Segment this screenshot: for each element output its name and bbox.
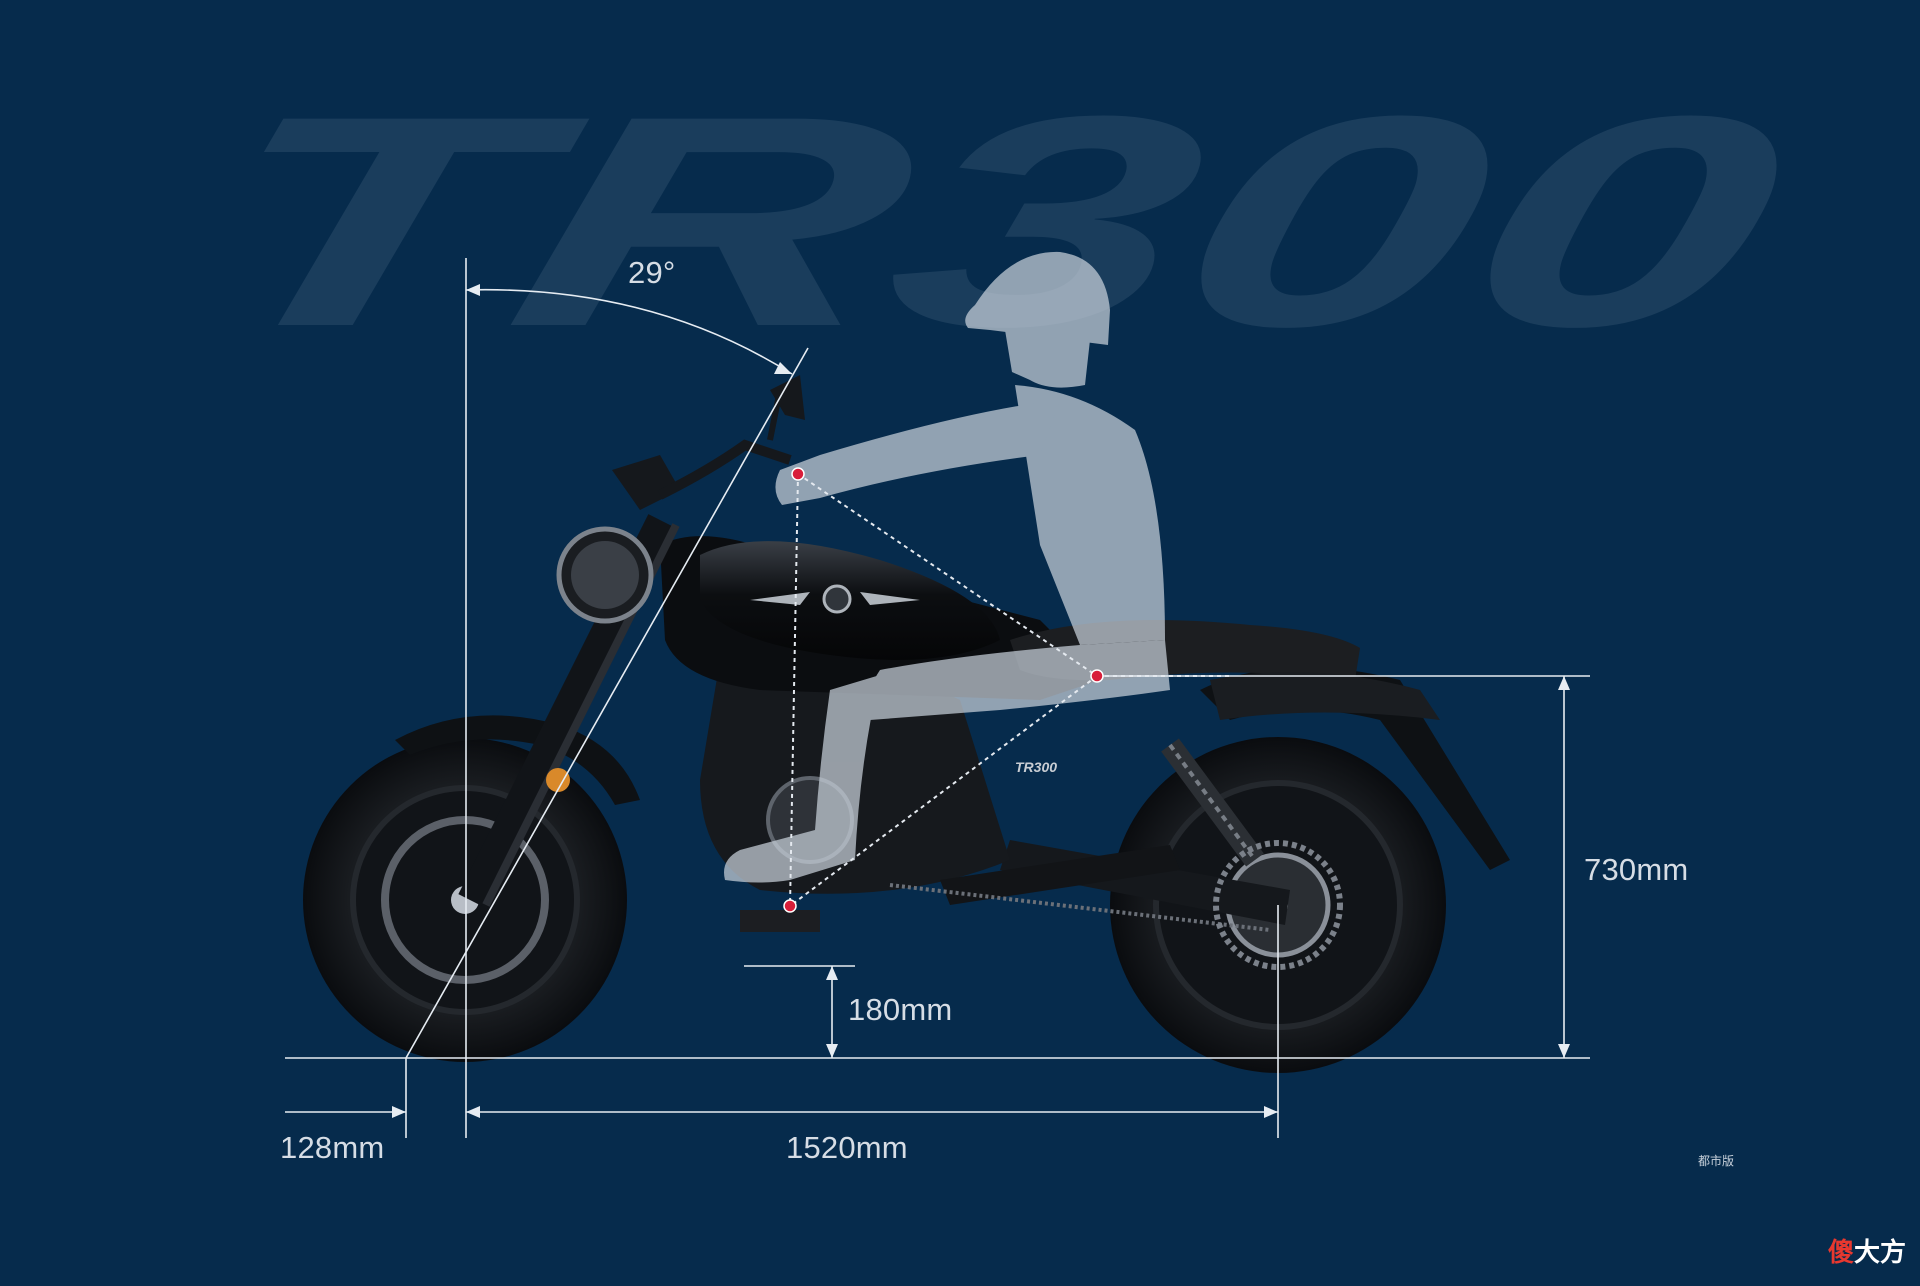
rake-angle-label: 29° xyxy=(628,255,676,290)
wheelbase-label: 1520mm xyxy=(786,1130,908,1165)
model-logo: TR300 xyxy=(168,53,1812,389)
motorcycle: TR300 xyxy=(303,375,1510,1073)
seat-point-marker xyxy=(1090,669,1104,683)
hand-point-marker xyxy=(791,467,805,481)
ergonomic-triangle xyxy=(789,473,1230,907)
angle-arc xyxy=(465,288,793,375)
seat-height-label: 730mm xyxy=(1584,852,1689,887)
steering-axis xyxy=(405,347,809,1059)
dimension-lines xyxy=(285,258,1590,1138)
ground-clearance-label: 180mm xyxy=(848,992,953,1027)
watermark: 傻大方 xyxy=(1828,1238,1907,1268)
side-decal: TR300 xyxy=(1015,759,1057,775)
foot-point-marker xyxy=(783,899,797,913)
rider-silhouette xyxy=(724,251,1170,883)
trail-label: 128mm xyxy=(280,1130,385,1165)
arrow-heads xyxy=(392,284,1570,1118)
edition-note: 都市版 xyxy=(1698,1154,1735,1168)
